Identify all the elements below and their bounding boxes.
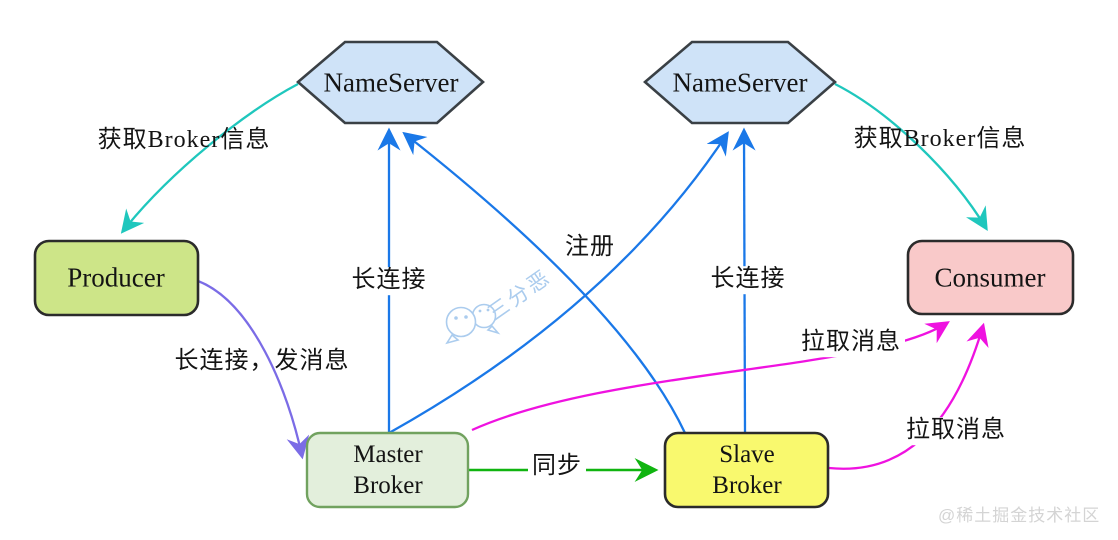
edge-label-sync: 同步: [528, 453, 586, 481]
master-broker-label-line1: Master: [353, 441, 423, 468]
edge-get-broker-info-right: [834, 82, 988, 231]
slave-broker-box: [663, 431, 830, 509]
edge-label-long-connection-right: 长连接: [706, 266, 790, 294]
producer-label: Producer: [67, 262, 165, 293]
edge-label-get-broker-info-left: 获取Broker信息: [97, 127, 271, 154]
edge-label-long-connection-left: 长连接: [347, 267, 431, 295]
edge-register-master-to-right-nameserver: [388, 131, 729, 435]
edge-label-send-message: 长连接，发消息: [174, 348, 350, 375]
wechat-icon: [445, 303, 501, 345]
nameserver-right-hexagon: [643, 40, 837, 125]
producer-box: [33, 239, 200, 317]
edge-label-pull-message-lower: 拉取消息: [902, 417, 1010, 445]
master-broker-box: [305, 431, 470, 509]
credit-text: @稀土掘金技术社区: [938, 506, 1101, 525]
slave-broker-label-line2: Broker: [712, 472, 782, 499]
edge-label-pull-message-upper: 拉取消息: [797, 329, 905, 357]
master-broker-label-line2: Broker: [353, 472, 423, 499]
edge-label-register: 注册: [561, 234, 619, 262]
consumer-label: Consumer: [934, 262, 1046, 293]
edge-label-get-broker-info-right: 获取Broker信息: [853, 126, 1027, 153]
nameserver-left-label: NameServer: [323, 67, 459, 98]
nameserver-right-label: NameServer: [672, 67, 808, 98]
slave-broker-label-line1: Slave: [719, 441, 775, 468]
edge-register-slave-to-left-nameserver: [402, 131, 687, 434]
edge-get-broker-info-left: [120, 82, 299, 234]
edge-send-message: [197, 279, 310, 460]
slave-broker-label: Slave Broker: [712, 439, 781, 501]
edge-pull-message-master: [471, 321, 950, 432]
master-broker-label: Master Broker: [353, 439, 422, 501]
nameserver-left-hexagon: [296, 40, 485, 125]
consumer-box: [906, 239, 1075, 316]
